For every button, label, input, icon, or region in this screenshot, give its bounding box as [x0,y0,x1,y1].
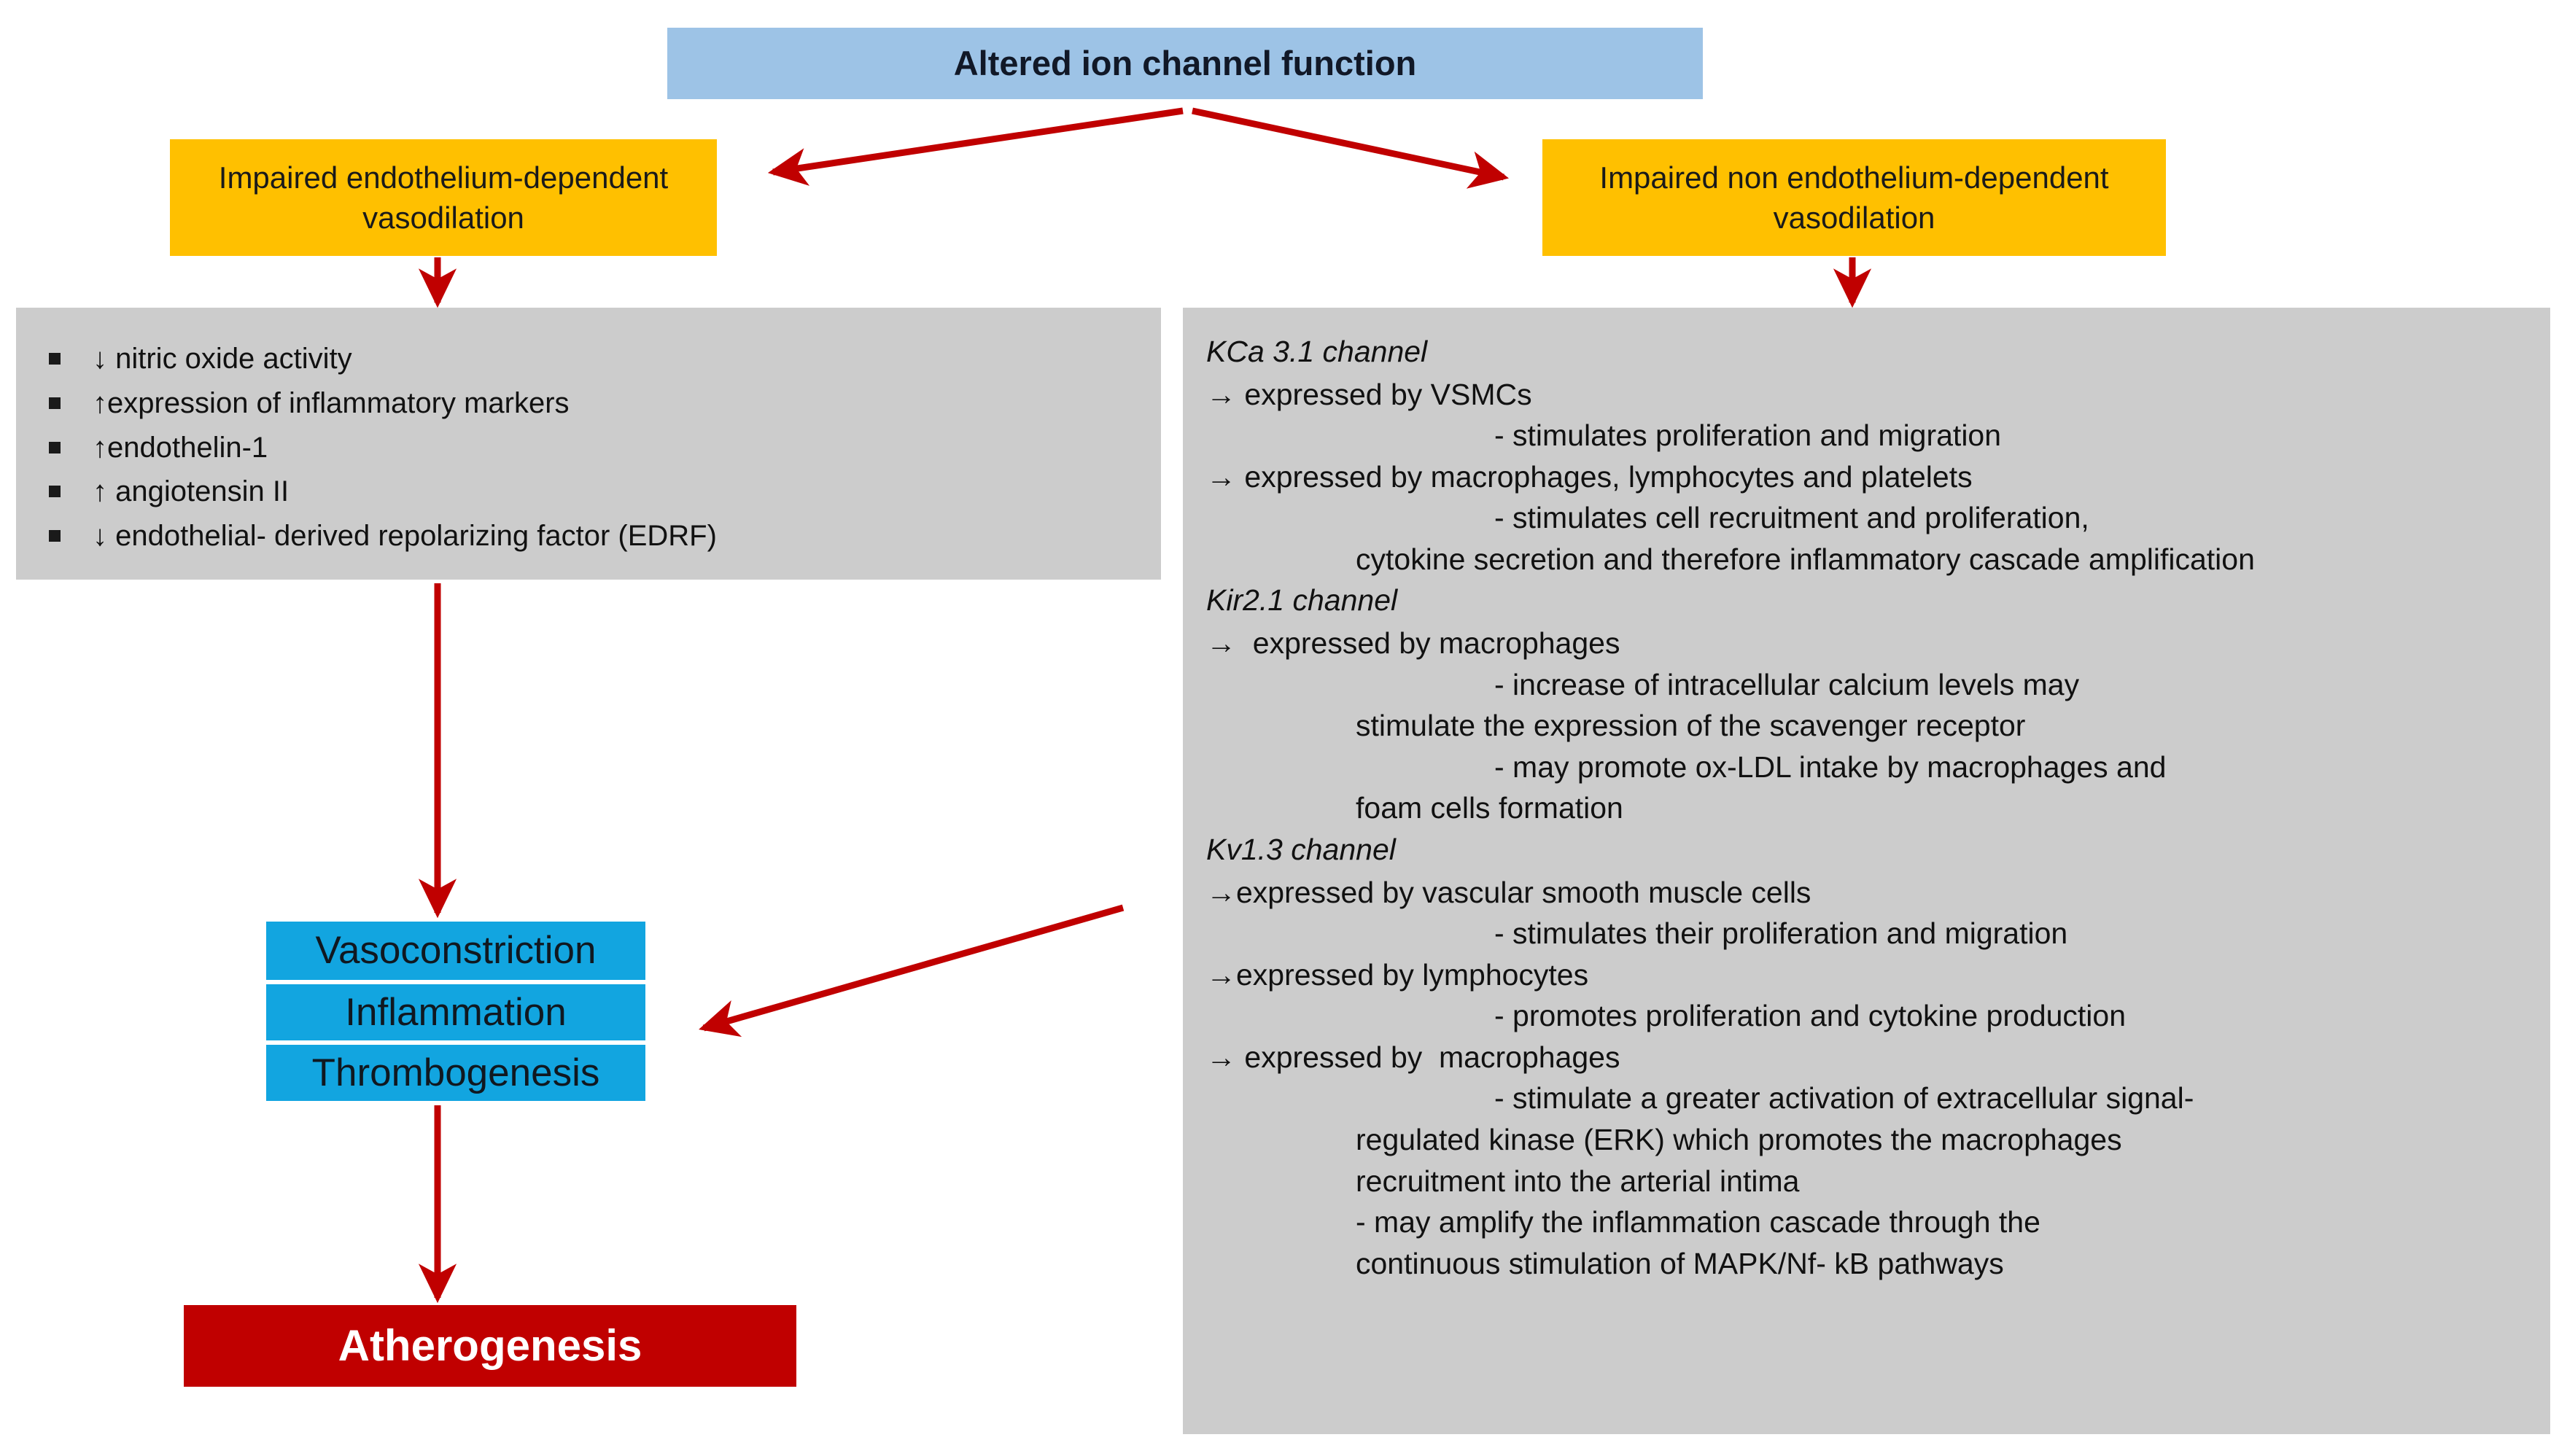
branch-box-non-endothelium-dependent: Impaired non endothelium-dependent vasod… [1542,139,2166,256]
channel-expression-line: → expressed by VSMCs [1206,377,1532,411]
channel-detail-line: recruitment into the arterial intima [1356,1164,1800,1198]
outcome-box-inflammation: Inflammation [266,982,645,1040]
channel-detail-line: foam cells formation [1356,791,1623,825]
bullet-square-icon [49,353,61,365]
effect-bullet-label: ↓ nitric oxide activity [93,343,352,375]
effect-bullet-label: ↑endothelin-1 [93,431,268,464]
effect-bullet-4: ↓ endothelial- derived repolarizing fact… [49,514,1161,558]
channel-detail-line: - stimulate a greater activation of extr… [1494,1081,2194,1116]
effect-bullet-0: ↓ nitric oxide activity [49,337,1161,381]
channel-expression-line: → expressed by macrophages, lymphocytes … [1206,459,1973,494]
left-effects-panel: ↓ nitric oxide activity ↑expression of in… [16,308,1161,580]
channel-detail-line: - may promote ox-LDL intake by macrophag… [1494,750,2167,784]
branch-box-endothelium-dependent: Impaired endothelium-dependent vasodilat… [170,139,717,256]
channel-detail-line: cytokine secretion and therefore inflamm… [1356,542,2255,576]
bullet-square-icon [49,486,61,498]
channel-expression-line: → expressed by macrophages [1206,1040,1620,1074]
channel-detail-line: regulated kinase (ERK) which promotes th… [1356,1122,2122,1156]
channel-expression-line: → expressed by macrophages [1206,626,1620,661]
arrow-title-to-left-branch [767,107,1184,186]
channel-detail-line: - stimulates cell recruitment and prolif… [1494,501,2089,535]
channel-title-2: Kv1.3 channel [1206,832,1396,866]
bullet-square-icon [49,441,61,453]
arrow-right-panel-to-outcomes [699,904,1125,1038]
channel-detail-line: - stimulates proliferation and migration [1494,418,2002,453]
effect-bullet-3: ↑ angiotensin II [49,470,1161,514]
channel-detail-line: - promotes proliferation and cytokine pr… [1494,999,2127,1033]
arrow-title-to-right-branch [1192,107,1510,189]
right-channels-panel: KCa 3.1 channel → expressed by VSMCs - sti… [1183,308,2550,1434]
effect-bullet-label: ↑ angiotensin II [93,475,290,508]
channel-title-0: KCa 3.1 channel [1206,335,1428,368]
endothelial-effects-list: ↓ nitric oxide activity ↑expression of in… [49,337,1161,558]
channel-detail-line: continuous stimulation of MAPK/Nf- kB pa… [1356,1246,2004,1280]
outcome-box-vasoconstriction: Vasoconstriction [266,922,645,980]
effect-bullet-2: ↑endothelin-1 [49,426,1161,470]
channel-detail-line: stimulate the expression of the scavenge… [1356,709,2026,743]
channel-detail-line: - increase of intracellular calcium leve… [1494,667,2080,701]
title-box: Altered ion channel function [667,28,1703,99]
outcome-box-thrombogenesis: Thrombogenesis [266,1043,645,1101]
channel-detail-line: - stimulates their proliferation and mig… [1494,916,2068,951]
channel-expression-line: →expressed by lymphocytes [1206,957,1589,992]
bullet-square-icon [49,397,61,409]
effect-bullet-label: ↑expression of inflammatory markers [93,386,570,419]
channel-detail-line: - may amplify the inflammation cascade t… [1356,1205,2040,1239]
channel-title-1: Kir2.1 channel [1206,583,1398,618]
channel-expression-line: →expressed by vascular smooth muscle cel… [1206,875,1811,909]
channel-list: KCa 3.1 channel → expressed by VSMCs - sti… [1206,331,2528,1284]
effect-bullet-1: ↑expression of inflammatory markers [49,381,1161,426]
effect-bullet-label: ↓ endothelial- derived repolarizing fact… [93,520,717,553]
bullet-square-icon [49,530,61,542]
final-outcome-atherogenesis: Atherogenesis [184,1305,796,1387]
